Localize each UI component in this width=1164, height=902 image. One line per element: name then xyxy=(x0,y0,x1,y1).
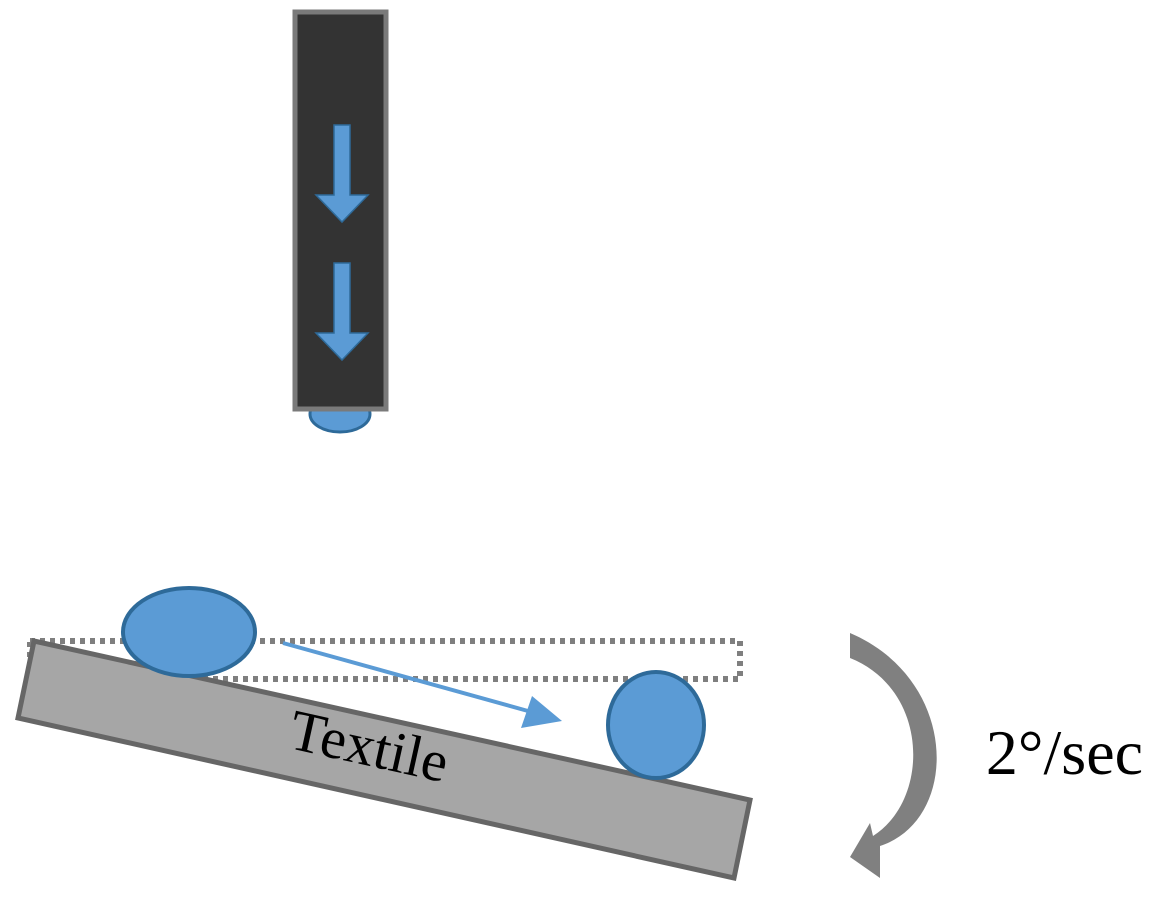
down-arrow-icon xyxy=(314,262,370,362)
curved-arrow-icon xyxy=(850,633,937,878)
sliding-direction-arrowhead xyxy=(521,696,562,728)
down-arrow-icon xyxy=(314,124,370,224)
droplet-start xyxy=(121,586,257,678)
horizontal-reference-outline xyxy=(27,638,743,682)
sliding-direction-line xyxy=(282,641,529,713)
droplet-end xyxy=(606,670,706,780)
textile-plate xyxy=(15,638,753,881)
rotation-rate-label: 2°/sec xyxy=(986,717,1143,788)
